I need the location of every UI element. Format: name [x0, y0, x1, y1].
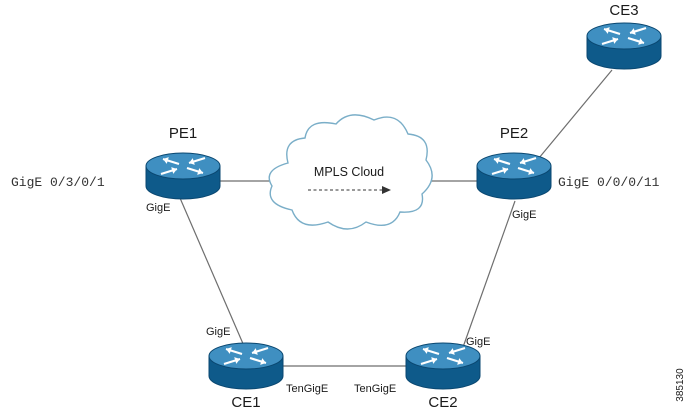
router-arrow-head [171, 167, 177, 174]
router-arrow-head [612, 37, 618, 44]
link-pe2-ce2 [461, 200, 516, 351]
router-arrow-head [457, 358, 463, 365]
cloud-arrow-head [382, 186, 391, 194]
router-arrow-head [638, 38, 644, 45]
router-arrow-head [520, 158, 526, 165]
router-arrow-head [197, 168, 203, 175]
router-top [145, 152, 221, 180]
router-arrow-head [163, 157, 169, 164]
router-top [476, 152, 552, 180]
router-arrow-head [604, 27, 610, 34]
label-pe1: PE1 [169, 125, 197, 142]
router-arrow-head [234, 357, 240, 364]
router-ce1 [208, 342, 284, 390]
label-ce2: CE2 [428, 394, 457, 411]
iface-pe1-left: GigE 0/3/0/1 [11, 175, 105, 190]
label-pe2: PE2 [500, 125, 528, 142]
iface-ce2-top: GigE [466, 336, 490, 348]
router-arrow-head [494, 157, 500, 164]
figure-id: 385130 [675, 368, 686, 402]
cloud-label: MPLS Cloud [314, 165, 384, 179]
link-pe2-ce3 [533, 69, 613, 165]
iface-ce2-left: TenGigE [354, 383, 396, 395]
links [179, 69, 613, 367]
mpls-cloud: MPLS Cloud [268, 114, 433, 230]
link-pe1-ce1 [179, 197, 245, 347]
router-arrow-head [449, 348, 455, 355]
router-arrow-head [431, 357, 437, 364]
router-ce2 [405, 342, 481, 390]
iface-pe2-right: GigE 0/0/0/11 [558, 175, 660, 190]
router-arrow-head [226, 347, 232, 354]
iface-ce1-right: TenGigE [286, 383, 328, 395]
router-arrow-head [252, 348, 258, 355]
router-arrow-head [189, 158, 195, 165]
iface-pe1-bottom: GigE [146, 202, 170, 214]
router-ce3 [586, 22, 662, 70]
router-arrow-head [260, 358, 266, 365]
router-arrow-head [528, 168, 534, 175]
router-top [586, 22, 662, 50]
router-pe2 [476, 152, 552, 200]
router-top [208, 342, 284, 370]
router-arrow-head [502, 167, 508, 174]
router-arrow-head [630, 28, 636, 35]
router-arrow-head [423, 347, 429, 354]
cloud-shape [268, 114, 433, 230]
router-pe1 [145, 152, 221, 200]
iface-pe2-bottom: GigE [512, 209, 536, 221]
iface-ce1-top: GigE [206, 326, 230, 338]
label-ce1: CE1 [231, 394, 260, 411]
label-ce3: CE3 [609, 2, 638, 19]
